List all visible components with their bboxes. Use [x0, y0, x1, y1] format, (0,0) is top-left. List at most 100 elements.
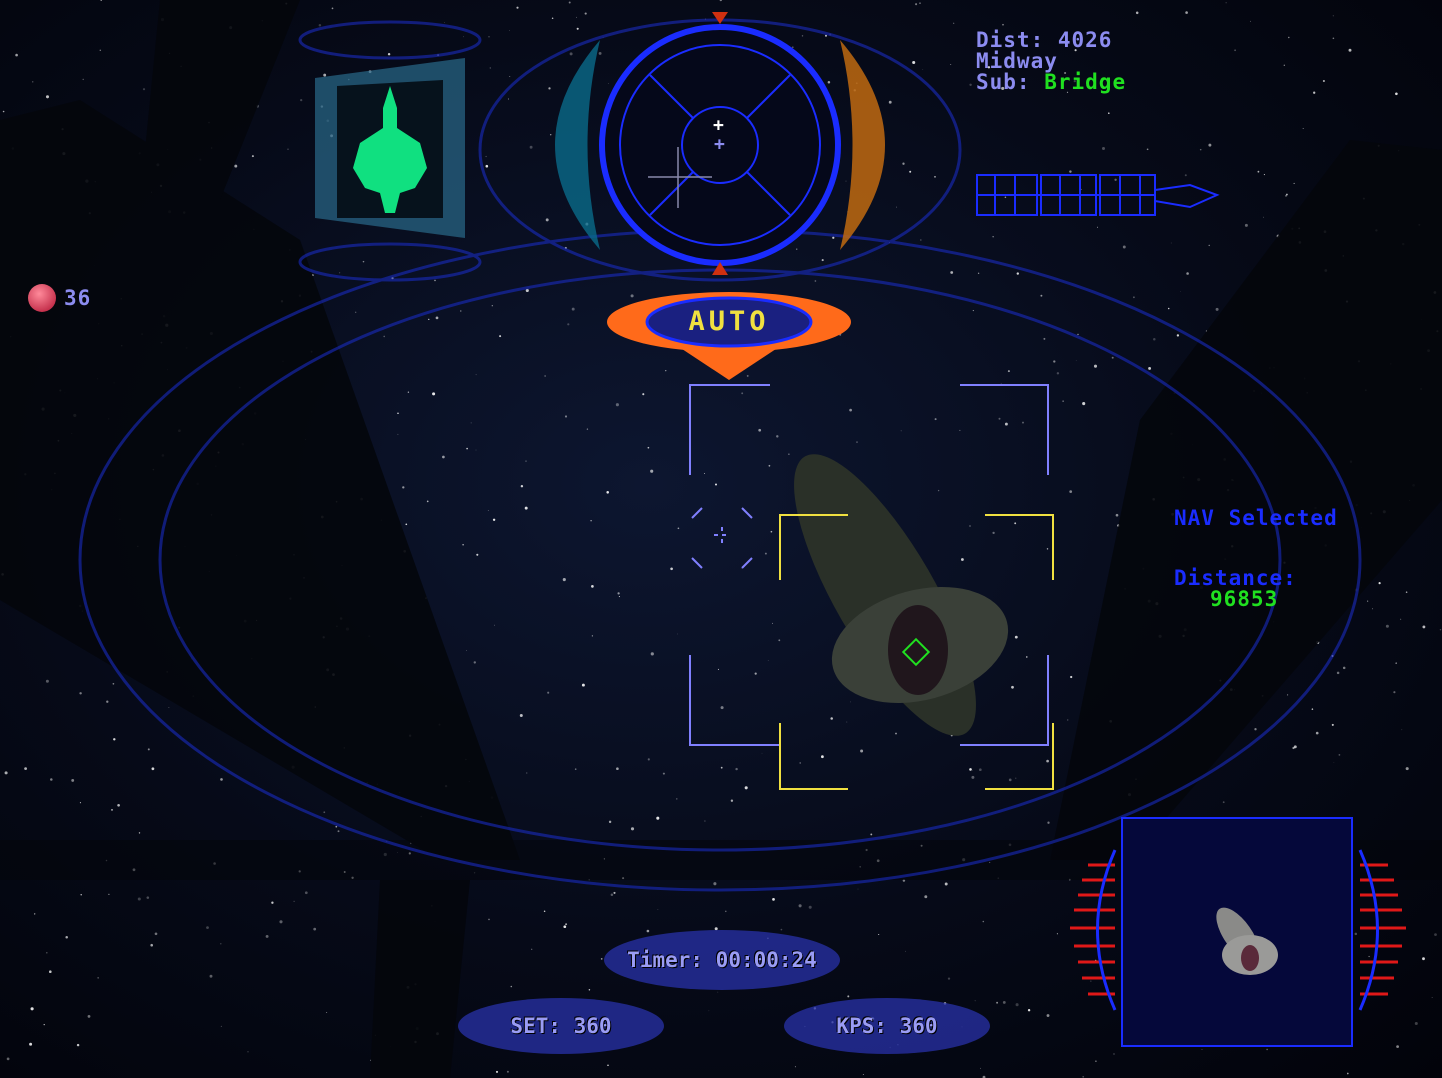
star: [772, 622, 773, 624]
star: [251, 155, 254, 158]
star: [247, 1051, 249, 1053]
star: [1257, 170, 1260, 173]
star: [870, 833, 873, 836]
star: [76, 1043, 80, 1047]
star: [117, 803, 120, 807]
star: [613, 891, 616, 894]
star: [470, 422, 472, 424]
star: [524, 506, 528, 510]
star: [947, 977, 951, 980]
star: [106, 700, 109, 703]
star: [287, 148, 289, 150]
star: [720, 766, 723, 769]
set-speed: SET: 360: [458, 998, 664, 1054]
star: [1115, 513, 1119, 517]
star: [50, 778, 53, 781]
star: [598, 51, 602, 55]
current-speed-kps: KPS: 360: [784, 998, 990, 1054]
star: [996, 1001, 999, 1004]
ship-silhouette-icon: [353, 86, 427, 213]
star: [209, 974, 213, 978]
star: [489, 67, 491, 69]
autopilot-indicator[interactable]: AUTO: [606, 290, 852, 382]
star: [138, 832, 141, 834]
star: [850, 701, 851, 703]
star: [1170, 242, 1172, 244]
star: [987, 66, 991, 69]
star: [529, 145, 533, 149]
star: [32, 81, 34, 83]
star: [1069, 490, 1073, 493]
star: [1015, 1003, 1019, 1007]
star: [801, 35, 804, 37]
enemy-ship: [794, 454, 1009, 736]
star: [825, 34, 827, 37]
star: [1040, 294, 1043, 297]
star: [1148, 366, 1152, 370]
star: [1378, 582, 1381, 585]
gun-crosshair-icon: [691, 507, 753, 569]
star: [953, 22, 955, 24]
star: [630, 294, 634, 298]
star: [1016, 272, 1019, 275]
star: [4, 771, 8, 775]
star: [97, 977, 99, 979]
star: [113, 738, 116, 741]
star: [426, 500, 429, 503]
star: [1046, 759, 1049, 763]
star: [799, 762, 801, 764]
target-lock-brackets: [779, 514, 1054, 790]
star: [1311, 708, 1314, 710]
star: [87, 1014, 91, 1018]
target-info: Dist: 4026 Midway Sub: Bridge: [976, 30, 1126, 93]
star: [1082, 1075, 1085, 1078]
star: [856, 441, 858, 443]
star: [510, 985, 513, 988]
star: [323, 73, 327, 77]
star: [974, 1000, 976, 1002]
star: [34, 913, 36, 915]
star: [1285, 193, 1288, 196]
star: [1234, 49, 1236, 52]
star: [405, 523, 408, 526]
star: [857, 888, 859, 890]
star: [1215, 307, 1219, 311]
star: [567, 323, 570, 326]
star: [778, 639, 781, 642]
star: [80, 894, 82, 896]
star: [814, 280, 817, 282]
nav-selected-label: NAV Selected: [1174, 506, 1338, 530]
star: [1336, 671, 1340, 675]
star: [670, 567, 673, 571]
star: [1053, 360, 1056, 363]
star: [428, 318, 430, 321]
star: [1133, 296, 1135, 299]
star: [293, 900, 295, 903]
star: [764, 552, 767, 555]
star: [1288, 36, 1290, 39]
star: [1401, 729, 1403, 731]
star: [46, 952, 48, 954]
star: [704, 820, 706, 822]
star: [1073, 79, 1076, 83]
star: [1395, 92, 1398, 96]
star: [466, 447, 468, 450]
star: [657, 909, 659, 910]
star: [1007, 370, 1010, 373]
star: [909, 170, 912, 173]
star: [1293, 745, 1297, 749]
star: [617, 592, 620, 595]
star: [1315, 731, 1319, 735]
star: [1097, 226, 1098, 228]
star: [896, 206, 897, 208]
star: [495, 1070, 499, 1073]
star: [576, 16, 577, 18]
star: [1222, 801, 1225, 804]
star: [832, 236, 835, 239]
star: [1348, 48, 1352, 52]
star: [146, 896, 150, 899]
star: [1414, 1021, 1418, 1026]
star: [900, 430, 902, 432]
star: [730, 799, 734, 802]
